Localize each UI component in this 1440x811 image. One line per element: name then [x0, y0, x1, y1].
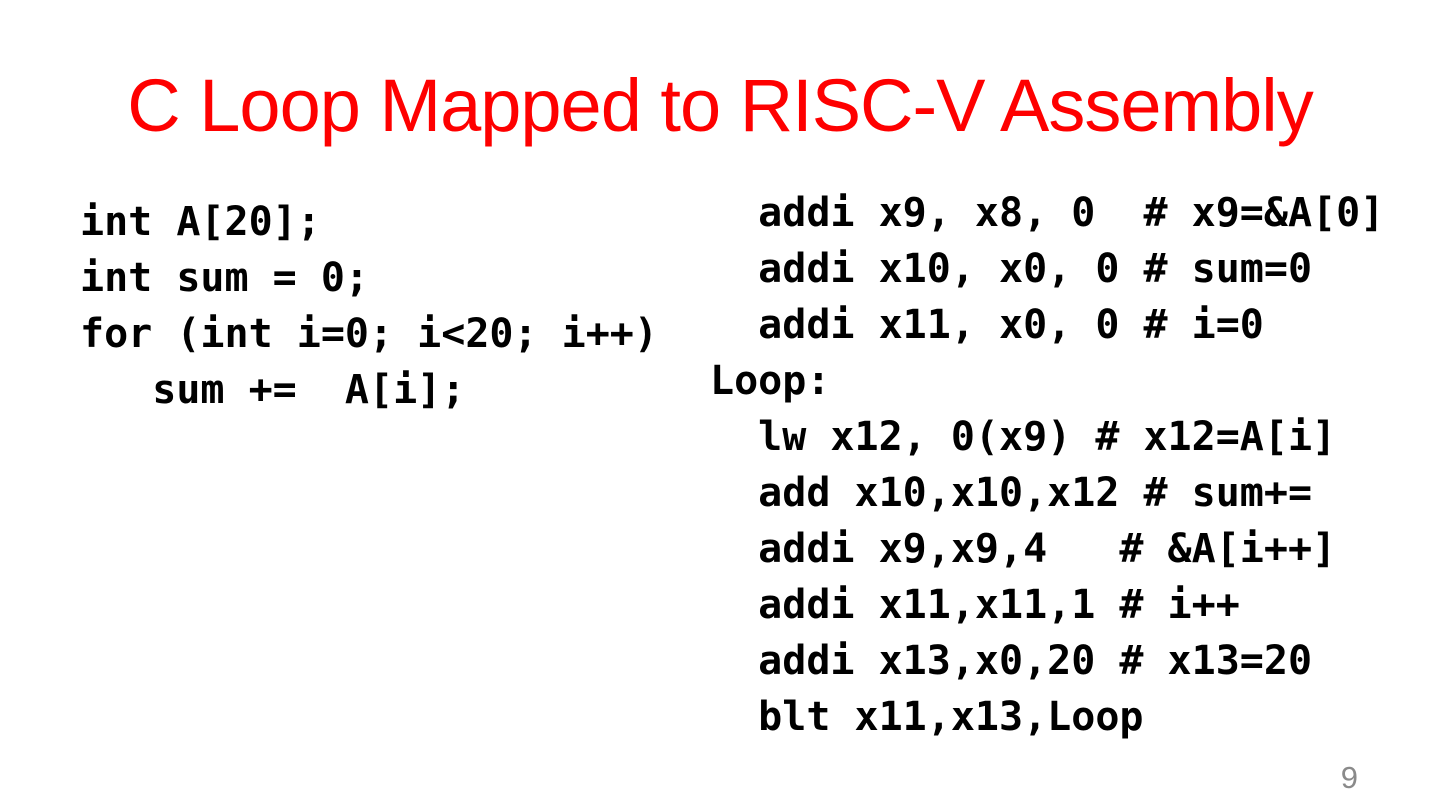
assembly-code-line: addi x13,x0,20 # x13=20 — [710, 638, 1313, 684]
assembly-code-line: add x10,x10,x12 # sum+= — [710, 470, 1313, 516]
c-code-line: sum += A[i]; — [80, 367, 466, 413]
assembly-code-line: addi x11,x11,1 # i++ — [710, 582, 1240, 628]
assembly-code-block: addi x9, x8, 0 # x9=&A[0] addi x10, x0, … — [710, 185, 1384, 745]
assembly-code-line: addi x9,x9,4 # &A[i++] — [710, 526, 1337, 572]
c-code-line: for (int i=0; i<20; i++) — [80, 311, 658, 357]
assembly-code-line: addi x10, x0, 0 # sum=0 — [710, 246, 1313, 292]
assembly-code-line: addi x9, x8, 0 # x9=&A[0] — [710, 190, 1385, 236]
c-code-block: int A[20]; int sum = 0; for (int i=0; i<… — [80, 194, 658, 418]
assembly-code-line: Loop: — [710, 358, 831, 404]
assembly-code-line: blt x11,x13,Loop — [710, 694, 1144, 740]
page-number: 9 — [1340, 760, 1358, 795]
assembly-code-line: lw x12, 0(x9) # x12=A[i] — [710, 414, 1337, 460]
c-code-line: int A[20]; — [80, 199, 321, 245]
assembly-code-line: addi x11, x0, 0 # i=0 — [710, 302, 1264, 348]
c-code-line: int sum = 0; — [80, 255, 369, 301]
slide-title: C Loop Mapped to RISC-V Assembly — [127, 64, 1313, 147]
